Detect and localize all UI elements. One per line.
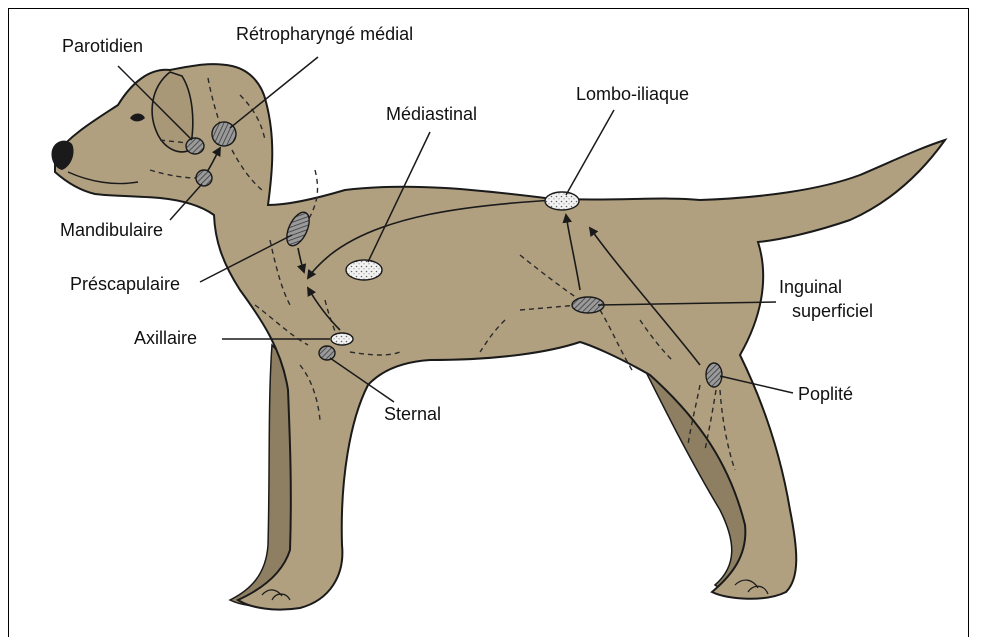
label-axillaire: Axillaire [134, 328, 197, 348]
node-sternal [319, 346, 335, 360]
label-sternal: Sternal [384, 404, 441, 424]
label-mandibulaire: Mandibulaire [60, 220, 163, 240]
label-mediastinal: Médiastinal [386, 104, 477, 124]
node-mediastinal [346, 260, 382, 280]
label-inguinal-line1: Inguinal [779, 277, 842, 297]
label-parotidien: Parotidien [62, 36, 143, 56]
node-lombo-iliaque [545, 192, 579, 210]
label-retropharynge: Rétropharyngé médial [236, 24, 413, 44]
node-axillaire [331, 333, 353, 345]
node-poplite [706, 363, 722, 387]
label-prescapulaire: Préscapulaire [70, 274, 180, 294]
label-lombo-iliaque: Lombo-iliaque [576, 84, 689, 104]
node-parotidien [186, 138, 204, 154]
node-mandibulaire [196, 170, 212, 186]
label-inguinal-line2: superficiel [792, 301, 873, 321]
label-poplite: Poplité [798, 384, 853, 404]
